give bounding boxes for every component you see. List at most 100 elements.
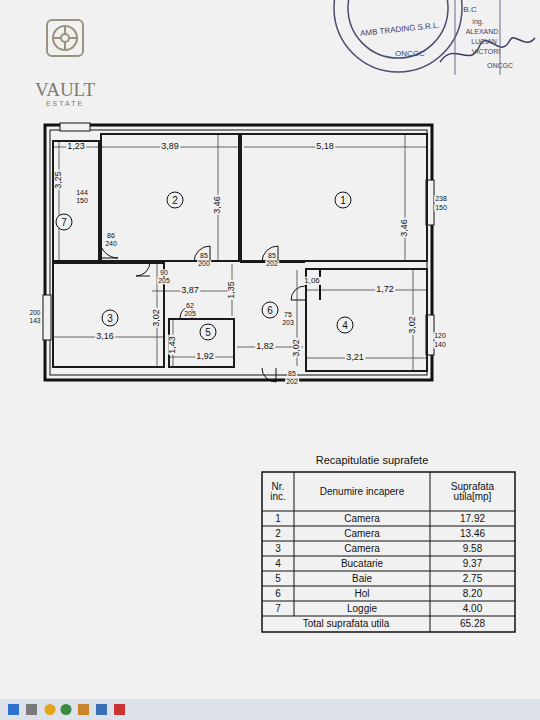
stamp-text: ONCGC — [486, 62, 514, 69]
table-cell: Loggie — [296, 603, 428, 614]
dimension-label: 200 — [29, 310, 42, 317]
table-cell: 4 — [263, 558, 293, 569]
dimension-label: 205 — [183, 310, 197, 317]
dimension-label: 150 — [75, 197, 89, 204]
table-cell: 3 — [263, 543, 293, 554]
dimension-label: 75 — [283, 311, 293, 318]
table-total: Total suprafata utila — [265, 619, 427, 630]
stamp-text: B.C — [462, 6, 477, 14]
room-number-circle: 1 — [335, 192, 352, 209]
dimension-label: 85 — [199, 252, 209, 259]
table-cell: 2.75 — [432, 573, 514, 584]
stamp-text: ONCGC — [394, 50, 426, 58]
dimension-label: 1,35 — [227, 280, 236, 300]
stamp-text: ALEXAND — [465, 28, 500, 35]
windows — [43, 123, 434, 355]
room-number-circle: 3 — [102, 310, 119, 327]
table-cell: Camera — [296, 528, 428, 539]
table-cell: Bucatarie — [296, 558, 428, 569]
logo-icon — [47, 20, 83, 56]
dimension-label: 3,87 — [180, 286, 200, 295]
room-number: 1 — [340, 195, 346, 205]
dimension-label: 1,72 — [375, 285, 395, 294]
dimension-label: 3,16 — [95, 332, 115, 341]
table-cell: 5 — [263, 573, 293, 584]
dimension-label: 3,02 — [152, 308, 161, 328]
dimension-label: 3,46 — [400, 218, 409, 238]
dimension-label: 144 — [75, 189, 89, 196]
table-cell: Camera — [296, 513, 428, 524]
dimension-label: 90 — [159, 269, 169, 276]
room-number-circle: 6 — [262, 302, 279, 319]
dimension-label: 203 — [281, 319, 295, 326]
dimension-label: 238 — [434, 195, 448, 202]
room-number-circle: 7 — [56, 214, 73, 231]
dimension-label: 86 — [106, 232, 116, 239]
stamp-text: VICTORI — [471, 48, 501, 55]
room-number: 6 — [267, 305, 273, 315]
room-outline: 3 — [52, 262, 165, 368]
dimension-label: 1,43 — [168, 335, 177, 355]
table-cell: 13.46 — [432, 528, 514, 539]
table-cell: Hol — [296, 588, 428, 599]
dimension-label: 5,18 — [315, 142, 335, 151]
logo-text: VAULT — [34, 80, 96, 100]
table-cell: 2 — [263, 528, 293, 539]
room-number-circle: 4 — [337, 317, 354, 334]
area-table-grid — [262, 472, 515, 632]
stamp-text: ing. — [471, 18, 484, 25]
dimension-label: 202 — [265, 260, 279, 267]
dimension-label: 1,92 — [195, 352, 215, 361]
table-title: Recapitulatie suprafete — [315, 455, 430, 467]
room-number-circle: 2 — [167, 192, 184, 209]
table-cell: 7 — [263, 603, 293, 614]
table-cell: 8.20 — [432, 588, 514, 599]
taskbar — [0, 699, 540, 720]
table-cell: 9.37 — [432, 558, 514, 569]
table-cell: 1 — [263, 513, 293, 524]
dimension-label: 150 — [434, 204, 448, 211]
dimension-label: 143 — [29, 318, 42, 325]
dimension-label: 85 — [267, 252, 277, 259]
dimension-label: 140 — [433, 341, 447, 348]
dimension-label: 3,21 — [345, 353, 365, 362]
dimension-label: 240 — [104, 240, 118, 247]
dimension-label: 1,23 — [66, 142, 86, 151]
dimension-label: 3,02 — [292, 338, 301, 358]
dimension-label: 3,89 — [160, 142, 180, 151]
table-header: Nr. inc. — [263, 481, 293, 502]
table-total: 65.28 — [432, 619, 514, 630]
dimension-label: 3,02 — [408, 315, 417, 335]
table-cell: 4.00 — [432, 603, 514, 614]
table-header: Denumire incapere — [296, 486, 428, 497]
dimension-label: 205 — [157, 277, 171, 284]
stamp-text: LUCIAN — [470, 38, 498, 45]
stamp-text: AMB TRADING S.R.L. — [359, 22, 441, 39]
dimension-label: 1,06 — [303, 277, 321, 285]
dimension-label: 3,46 — [213, 195, 222, 215]
room-number: 2 — [172, 195, 178, 205]
room-number: 7 — [61, 217, 67, 227]
logo-text: ESTATE — [45, 100, 85, 107]
room-number-circle: 5 — [200, 324, 217, 341]
room-number: 5 — [205, 327, 211, 337]
dimension-label: 120 — [433, 332, 447, 339]
dimension-label: 200 — [197, 260, 211, 267]
dimension-label: 85 — [287, 370, 297, 377]
stamp — [334, 0, 535, 75]
table-cell: 9.58 — [432, 543, 514, 554]
table-header: Suprafata utila[mp] — [432, 481, 514, 502]
walls — [45, 125, 432, 380]
dimension-label: 62 — [185, 302, 195, 309]
room-number: 4 — [342, 320, 348, 330]
dimension-label: 1,82 — [255, 342, 275, 351]
table-cell: Baie — [296, 573, 428, 584]
room-outline: 1 — [240, 133, 428, 262]
dimension-label: 3,25 — [54, 170, 63, 190]
table-cell: 17.92 — [432, 513, 514, 524]
table-cell: 6 — [263, 588, 293, 599]
table-cell: Camera — [296, 543, 428, 554]
dimension-label: 202 — [285, 378, 299, 385]
room-number: 3 — [107, 313, 113, 323]
